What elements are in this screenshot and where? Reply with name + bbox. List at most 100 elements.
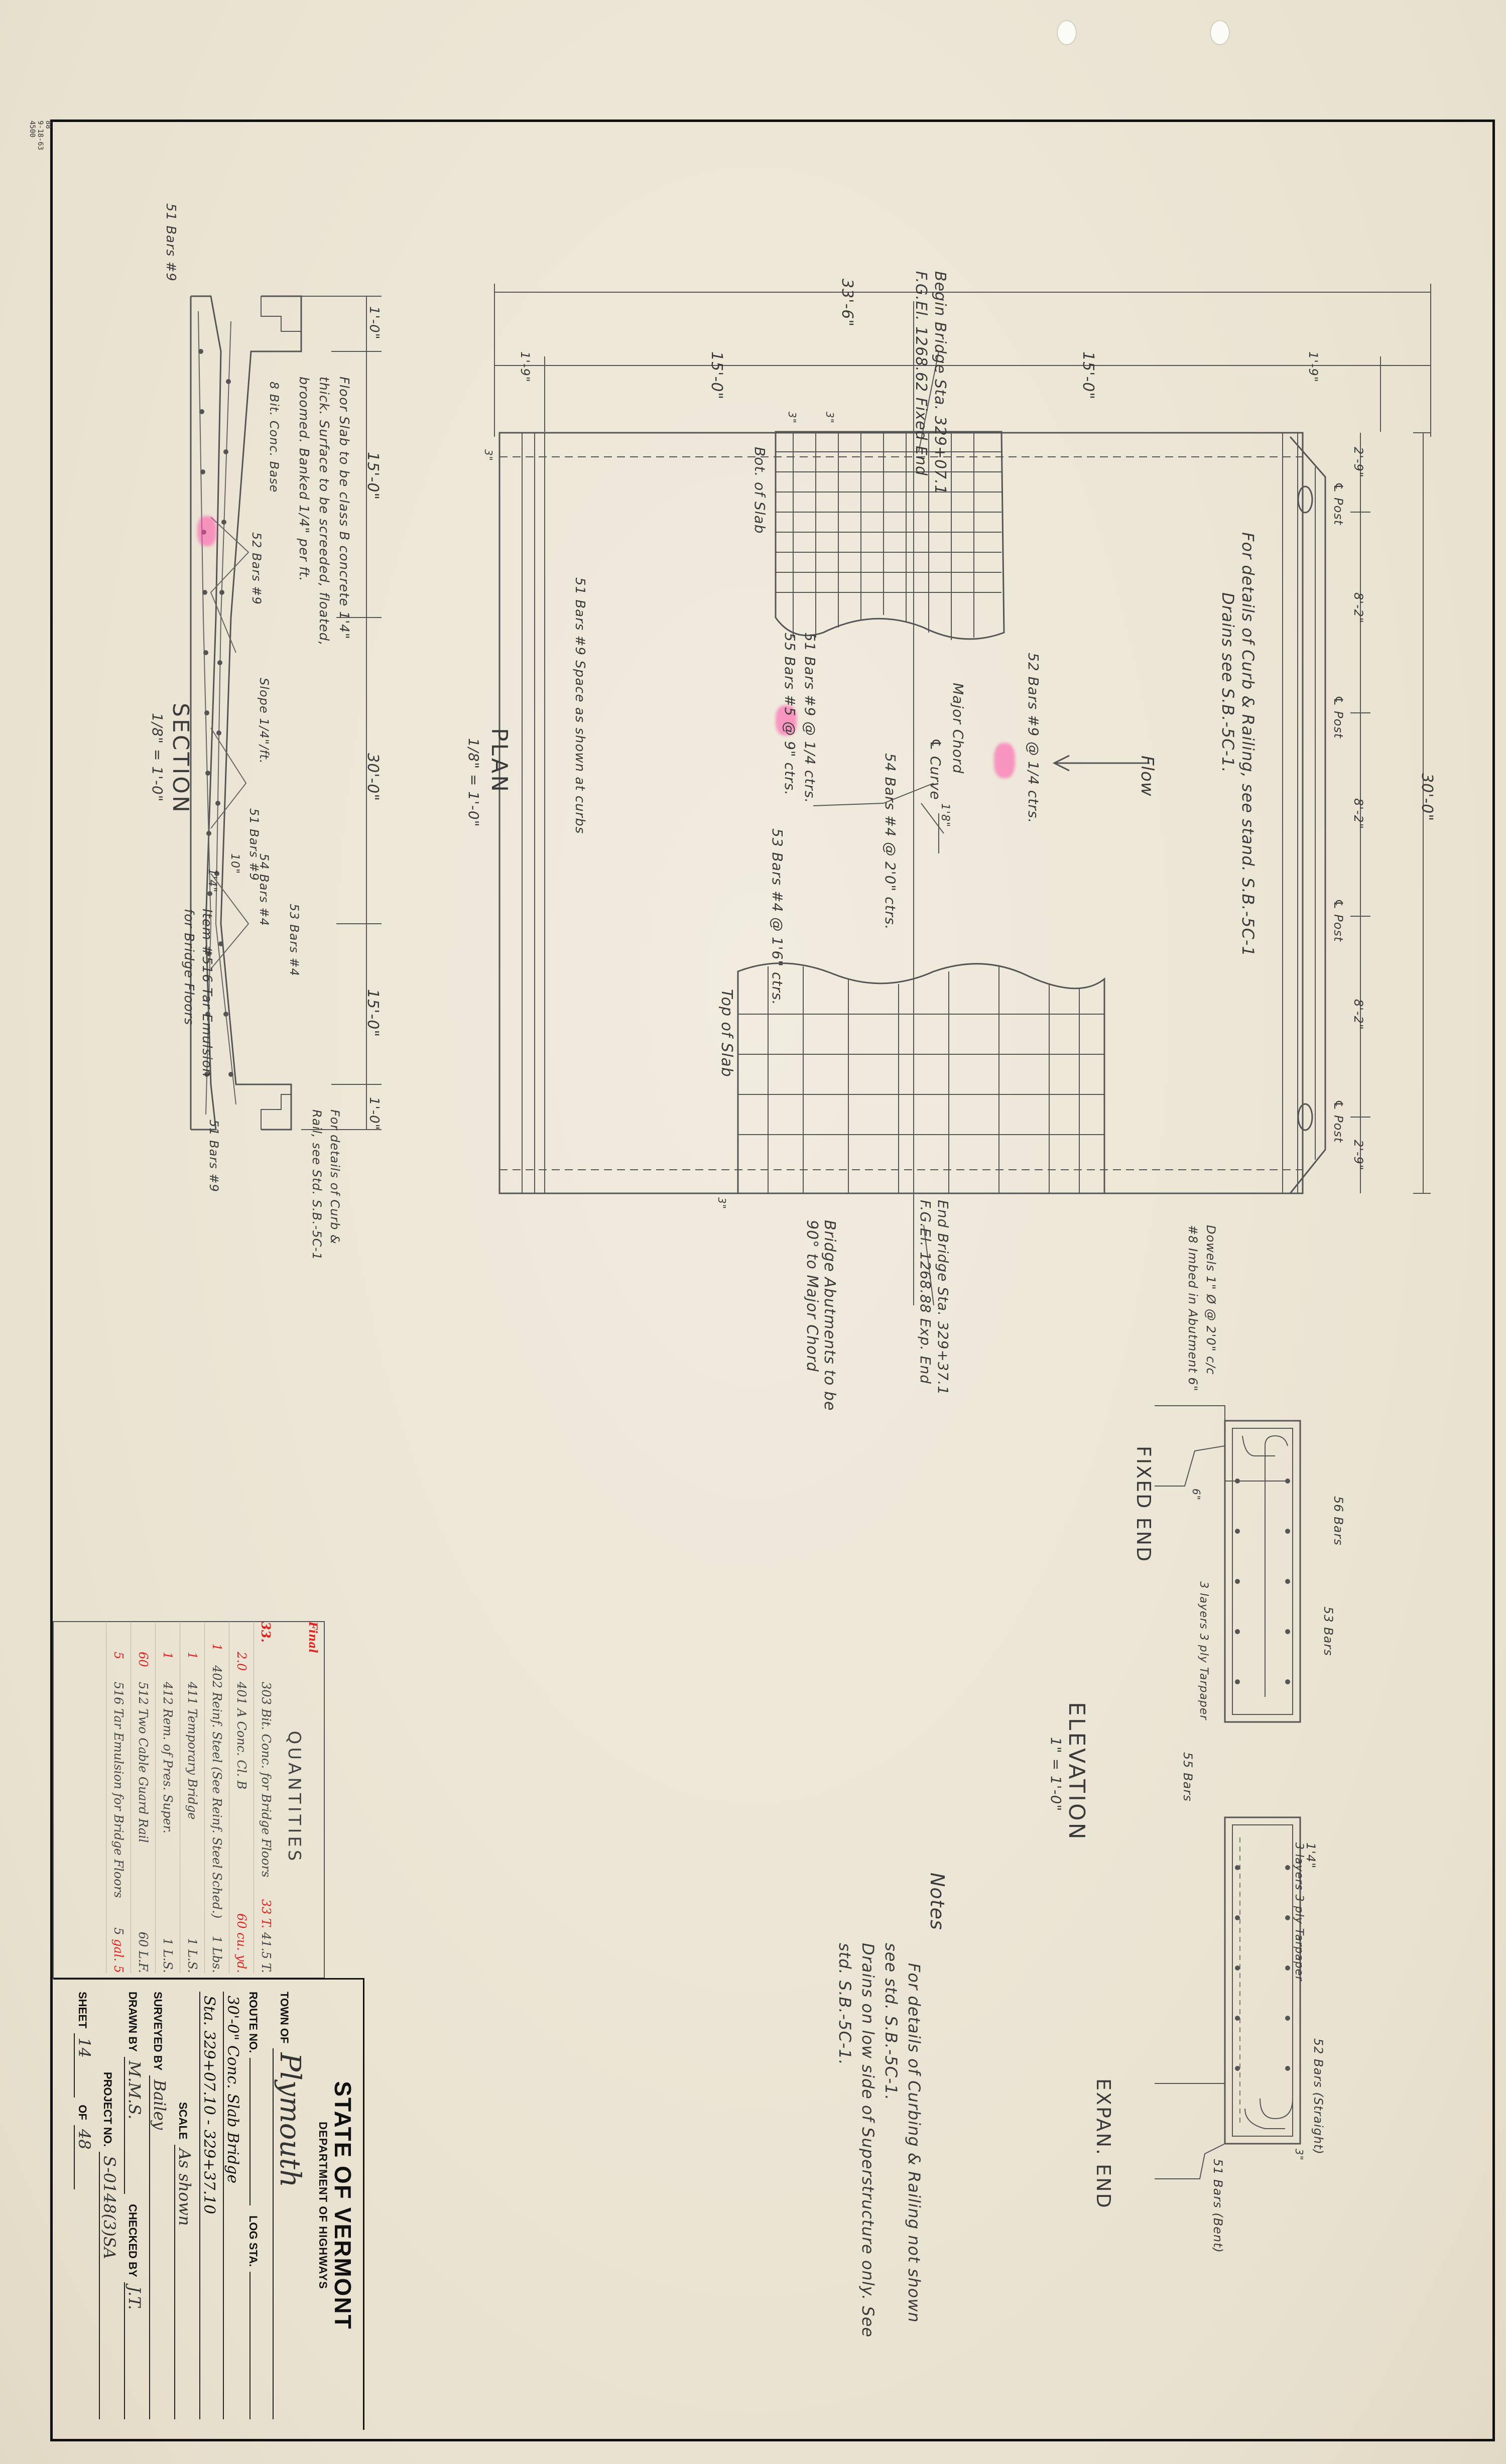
of-label: OF (76, 2105, 89, 2120)
elev-dim-6: 6" (1190, 1489, 1202, 1501)
title-drawn-row: DRAWN BY M.M.S. CHECKED BY J.T. (124, 1992, 144, 2419)
plan-begin-bridge: Begin Bridge Sta. 329+07.1 (931, 271, 949, 495)
plan-dim-side: 3" (482, 449, 494, 461)
plan-bars-51: 51 Bars #9 @ 1/4 ctrs. (802, 633, 818, 804)
elev-expan-end: EXPAN. END (1092, 2078, 1114, 2209)
highlight-mark (776, 705, 797, 735)
row-desc: 401 A Conc. Cl. B (234, 1682, 248, 1790)
elev-dowels: Dowels 1" Ø @ 2'0" c/c #8 Imbed in Abutm… (1186, 1225, 1218, 1392)
section-conc-base: 8 Bit. Conc. Base (267, 382, 281, 493)
row-qty: 1 L.S. (185, 1938, 199, 1973)
title-route-row: ROUTE NO. LOG STA. (246, 1992, 268, 2419)
row-qty: 60 L.F. (136, 1931, 150, 1973)
title-dept: DEPARTMENT OF HIGHWAYS (317, 2122, 329, 2289)
plan-dim-post-end-a: 2'-9" (1351, 447, 1365, 478)
scale-label: SCALE (177, 2102, 189, 2140)
plan-post-label: ℄ Post (1331, 695, 1345, 739)
plan-end-elev: F.G.El. 1268.88 Exp. End (917, 1200, 934, 1384)
plan-dim-cover: 3" (824, 412, 836, 424)
quantities-final-header: Final (306, 1622, 319, 1653)
plan-begin-elev: F.G.El. 1268.62 Fixed End (912, 271, 930, 476)
log-value (249, 2272, 268, 2419)
row-plan: 1 (185, 1652, 199, 1660)
table-row: 1 402 Reinf. Steel (See Reinf. Steel Sch… (204, 1622, 229, 1973)
drawn-label: DRAWN BY (127, 1992, 139, 2052)
elev-thick: 1'4" (1304, 1842, 1318, 1869)
title-block: STATE OF VERMONT DEPARTMENT OF HIGHWAYS … (53, 1978, 364, 2430)
row-qty: 33 T. 41.5 T. (259, 1899, 273, 1973)
plan-dim-span-a: 15'-0" (708, 351, 725, 400)
plan-dim-cover: 3" (786, 412, 798, 424)
route-label: ROUTE NO. (247, 1992, 260, 2053)
section-dim-curb-b: 1'-0" (366, 1097, 382, 1131)
row-desc: 412 Rem. of Pres. Super. (161, 1682, 175, 1834)
highlight-mark (994, 743, 1015, 778)
row-final: 33. (259, 1622, 274, 1643)
elev-bars-53: 53 Bars (1321, 1607, 1335, 1656)
town-value: Plymouth (273, 2048, 306, 2419)
quantities-rows: 33. 303 Bit. Conc. for Bridge Floors 33 … (106, 1622, 278, 1973)
plan-drains: Drains see S.B.-5C-1. (1218, 592, 1237, 773)
title-scale-row: SCALE As shown (174, 1992, 194, 2419)
row-plan: 1 (210, 1643, 224, 1651)
town-label: TOWN OF (278, 1992, 291, 2044)
section-dim-rdwy: 30'-0" (364, 753, 382, 802)
notes-line: see std. S.B.-5C-1. (882, 1943, 901, 2101)
elev-layers-b: 3 layers 3 ply Tarpaper (1293, 1842, 1305, 1982)
title-description: 30'-0" Conc. Slab Bridge (223, 1992, 241, 2419)
row-qty: 5 gal. 5 (111, 1927, 126, 1974)
plan-post-label: ℄ Post (1331, 482, 1345, 526)
section-floor-slab-note: Floor Slab to be class B concrete 1'4" t… (296, 377, 351, 646)
section-title: SECTION (168, 703, 193, 814)
row-qty: 1 L.S. (161, 1938, 175, 1973)
scale-value: As shown (174, 2144, 194, 2419)
row-qty: 1 Lbs. (210, 1935, 224, 1973)
row-plan: 1 (161, 1652, 175, 1660)
title-surveyed-row: SURVEYED BY Bailey (149, 1992, 169, 2419)
section-dim-10: 10" (228, 853, 241, 875)
plan-view (494, 284, 1431, 1306)
plan-dim-width: 30'-0" (1418, 773, 1436, 822)
table-row: 2.0 401 A Conc. Cl. B 60 cu. yd. (229, 1622, 254, 1973)
sheet-label: SHEET (76, 1992, 89, 2029)
elev-bars-55: 55 Bars (1181, 1752, 1195, 1802)
elev-title: ELEVATION (1064, 1702, 1089, 1841)
plan-dim-post-gap: 8'-2" (1351, 592, 1365, 624)
plan-dim-post-gap: 8'-2" (1351, 999, 1365, 1030)
plan-abutments: Bridge Abutments to be 90° to Major Chor… (803, 1220, 838, 1411)
section-bars-52: 52 Bars #9 (249, 532, 264, 605)
title-town-row: TOWN OF Plymouth (273, 1992, 306, 2419)
plan-end-bridge: End Bridge Sta. 329+37.1 (935, 1200, 951, 1396)
row-plan: 5 (111, 1651, 126, 1660)
row-plan: 2.0 (234, 1652, 248, 1671)
plan-major-chord: Major Chord (950, 683, 966, 774)
highlight-mark (197, 516, 216, 546)
checked-label: CHECKED BY (127, 2204, 139, 2277)
section-item-note: Item #516 Tar Emulsion for Bridge Floors (181, 909, 214, 1077)
plan-bars-53: 53 Bars #4 @ 1'6" ctrs. (769, 828, 786, 1006)
quantities-title: QUANTITIES (284, 1731, 304, 1864)
section-scale: 1/8" = 1'-0" (149, 713, 166, 802)
plan-scale: 1/8" = 1'-0" (465, 738, 482, 827)
row-desc: 303 Bit. Conc. for Bridge Floors (259, 1682, 273, 1878)
plan-post-label: ℄ Post (1331, 899, 1345, 942)
section-bars-53: 53 Bars #4 (287, 904, 301, 976)
surveyed-label: SURVEYED BY (152, 1992, 164, 2071)
plan-bars-54: 54 Bars #4 @ 2'0" ctrs. (882, 753, 899, 930)
elev-layers-a: 3 layers 3 ply Tarpaper (1197, 1581, 1210, 1720)
of-value: 48 (74, 2125, 94, 2189)
section-dim-half-b: 15'-0" (364, 989, 382, 1038)
table-row: 60 512 Two Cable Guard Rail 60 L.F. (131, 1622, 155, 1973)
table-row: 33. 303 Bit. Conc. for Bridge Floors 33 … (254, 1622, 278, 1973)
plan-bot-slab: Bot. of Slab (751, 447, 768, 534)
plan-dim-overall: 33'-6" (838, 279, 856, 327)
project-label: PROJECT NO. (101, 2072, 114, 2147)
title-sheet-row: SHEET 14 OF 48 (74, 1992, 94, 2419)
elev-dim-3: 3" (1293, 2149, 1305, 2161)
table-row: 5 516 Tar Emulsion for Bridge Floors 5 g… (106, 1622, 131, 1973)
plan-dim-side: 3" (716, 1197, 728, 1209)
title-project-row: PROJECT NO. S-0148(3)SA (99, 1992, 119, 2419)
plan-curb-details: For details of Curb & Railing, see stand… (1238, 532, 1258, 957)
plan-dim-post-end-b: 2'-9" (1351, 1140, 1365, 1171)
